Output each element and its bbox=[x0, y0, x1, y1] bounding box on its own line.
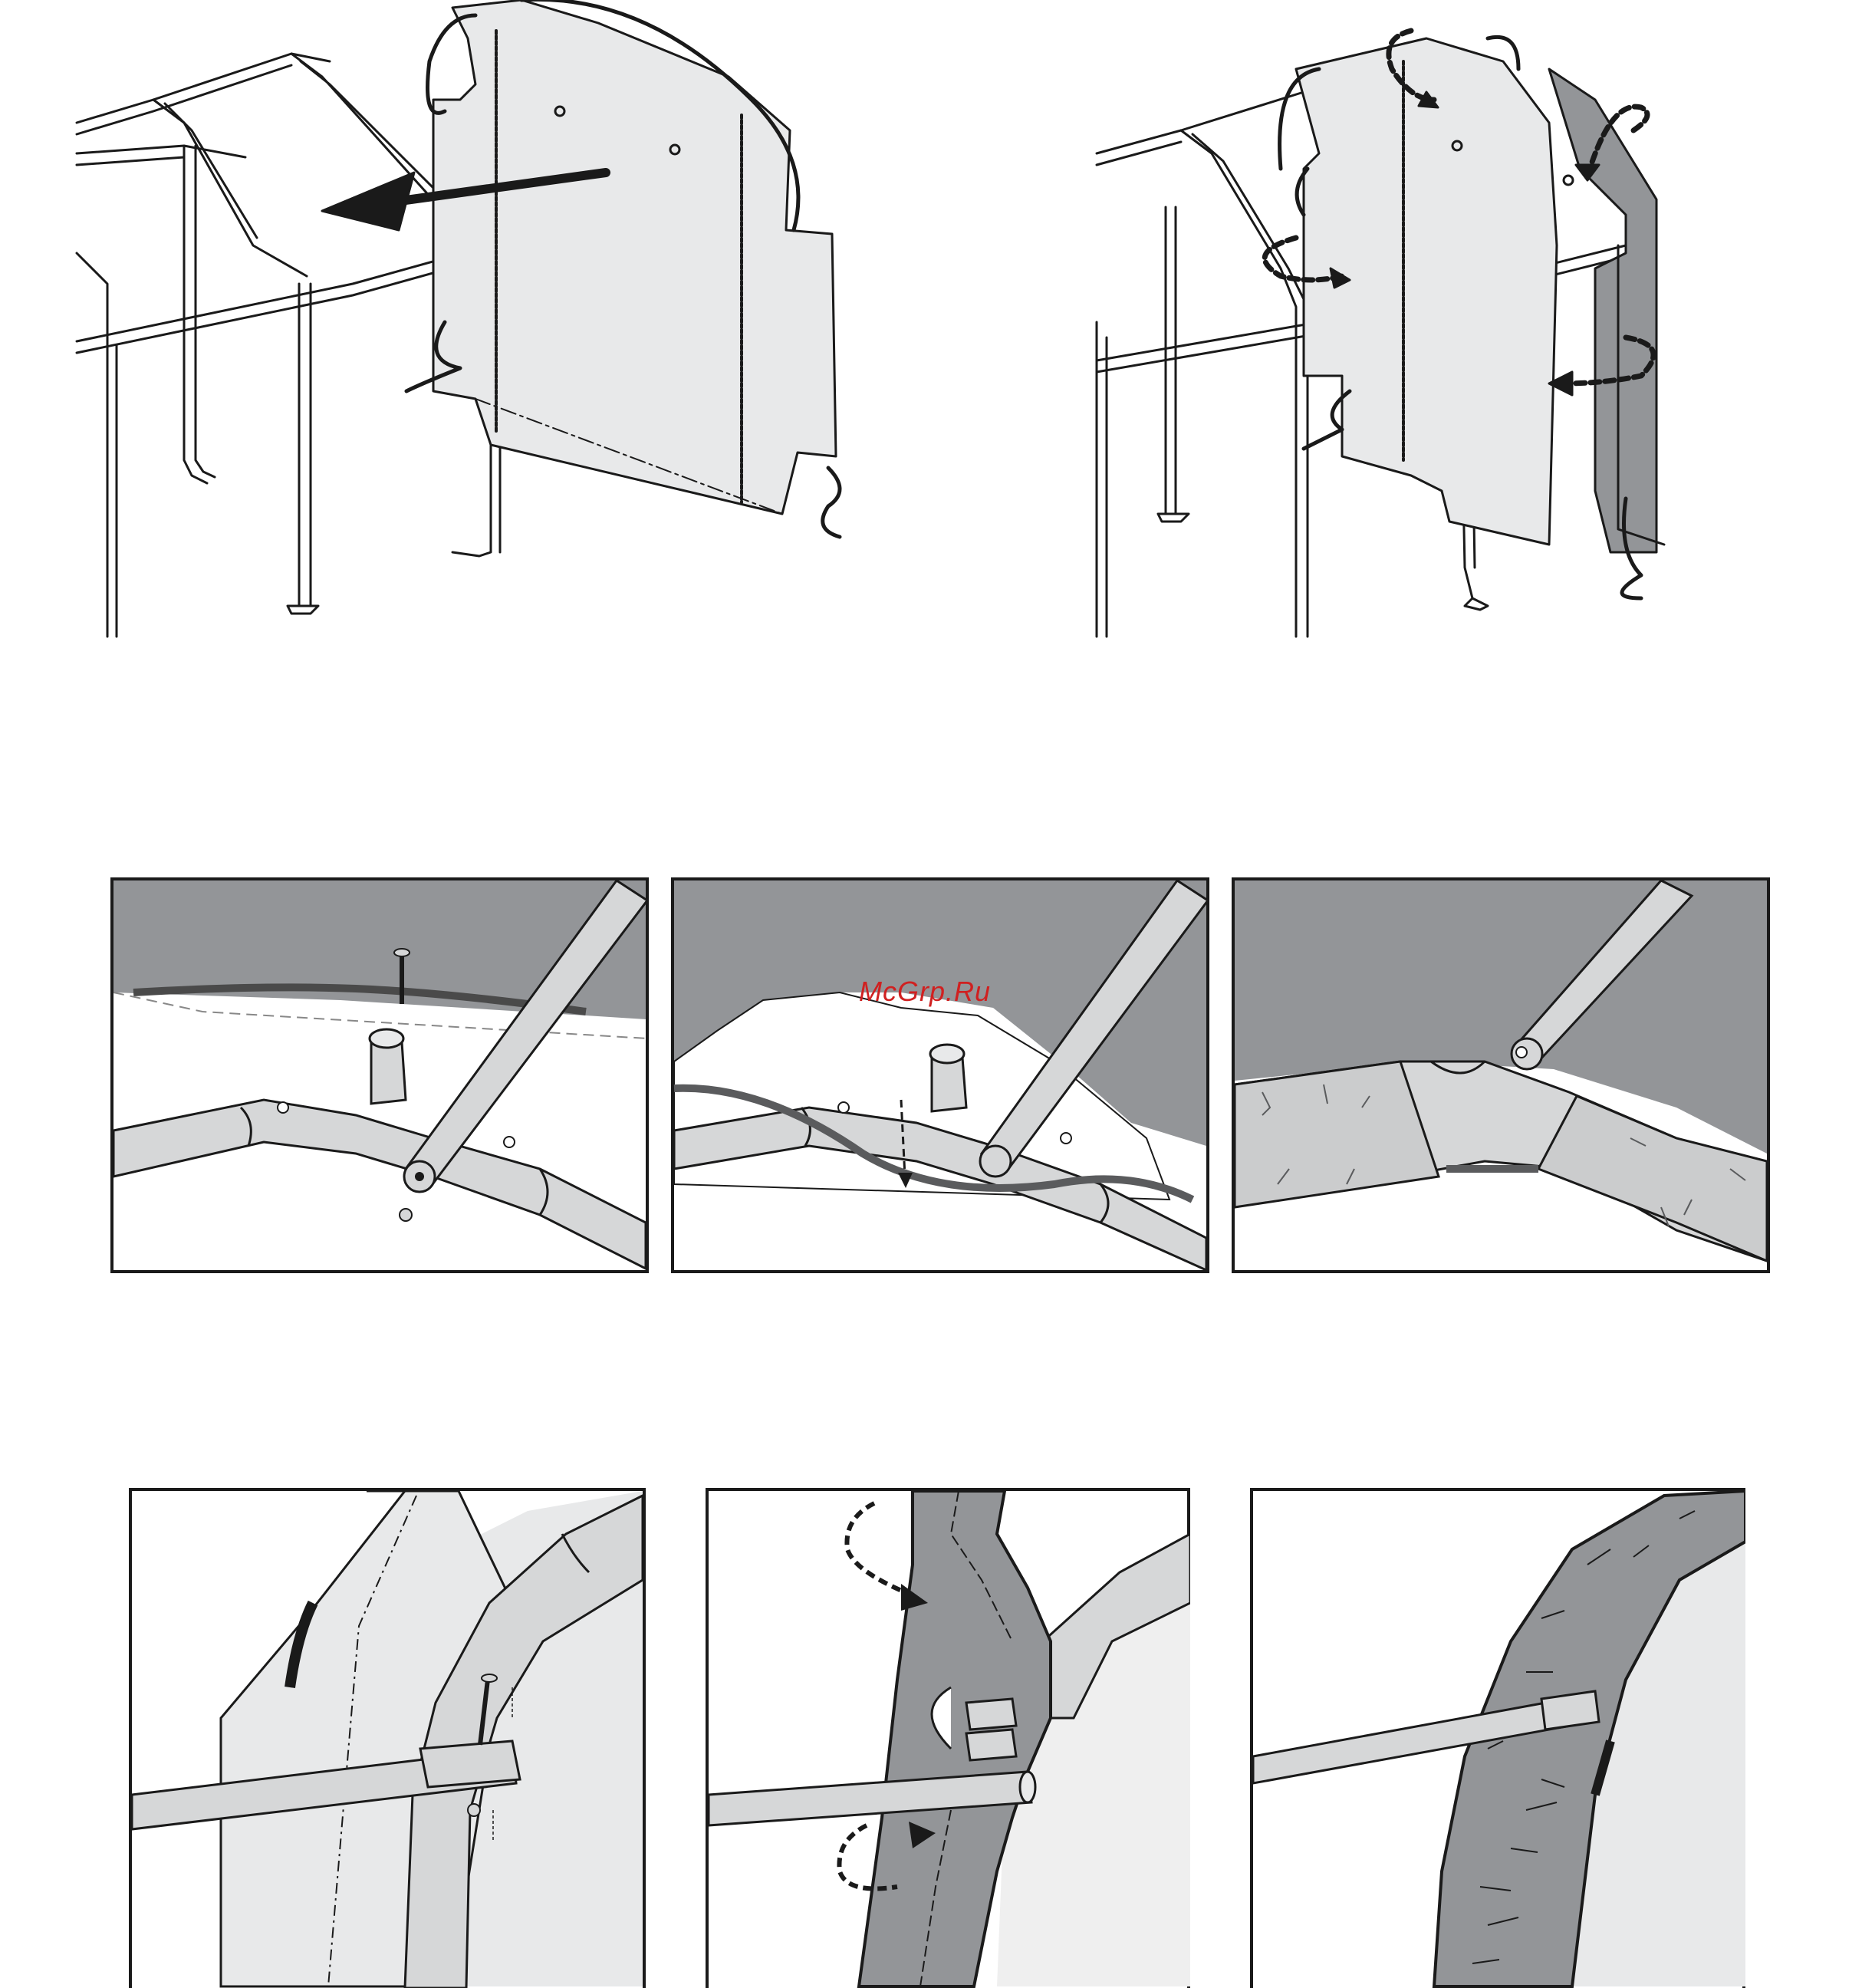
figure-end-panel-placement bbox=[61, 0, 890, 644]
watermark: McGrp.Ru bbox=[859, 976, 991, 1008]
figure-detail-flap-wrap bbox=[706, 1488, 1190, 1988]
figure-detail-tape-wrapped bbox=[1232, 877, 1770, 1273]
figure-detail-bracket-bolt bbox=[129, 1488, 646, 1988]
figure-detail-flap-secured bbox=[1250, 1488, 1745, 1988]
cover-panel bbox=[433, 0, 836, 514]
figure-detail-bolt-corner bbox=[110, 877, 649, 1273]
figure-detail-cord-tucked bbox=[671, 877, 1209, 1273]
figure-end-panel-wrapped bbox=[1089, 15, 1718, 644]
